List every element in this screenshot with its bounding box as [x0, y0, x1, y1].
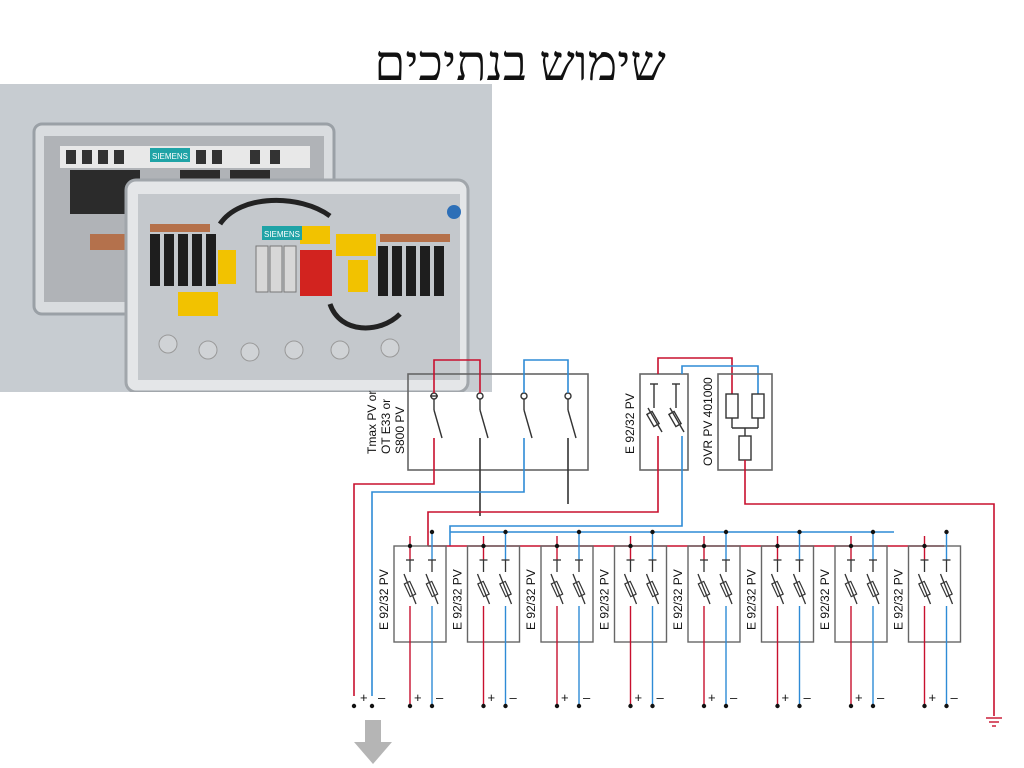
front-box-brand: SIEMENS [264, 230, 300, 239]
main-fuse-holder-label: E 92/32 PV [623, 393, 637, 454]
terminal-dot [870, 703, 876, 709]
minus-sign: – [657, 690, 665, 705]
terminal-dot [848, 703, 854, 709]
combiner-box-photo: SIEMENS SIEMENS [0, 84, 492, 392]
plus-sign: + [708, 690, 716, 705]
junction-dot [775, 543, 780, 549]
plus-sign: + [929, 690, 937, 705]
string-fuse-label: E 92/32 PV [818, 569, 832, 630]
terminal-dot [775, 703, 780, 709]
minus-sign: – [378, 690, 386, 705]
string-fuse-holder: +– E 92/32 PV [892, 529, 962, 709]
terminal-dot [407, 703, 413, 709]
string-fuse-holder: +– E 92/32 PV [524, 529, 594, 709]
plus-sign: + [488, 690, 496, 705]
string-fuse-box [687, 545, 741, 643]
string-fuse-label: E 92/32 PV [598, 569, 612, 630]
string-fuse-label: E 92/32 PV [745, 569, 759, 630]
string-fuse-box [907, 545, 962, 643]
terminal-dot [701, 703, 707, 709]
minus-sign: – [510, 690, 518, 705]
string-fuse-holder: +– E 92/32 PV [745, 529, 815, 709]
terminal-dot [628, 703, 633, 709]
terminal-dot [429, 703, 435, 709]
slide-title: שימוש בנתיכים [374, 35, 666, 91]
string-fuse-holder: +– E 92/32 PV [451, 529, 521, 709]
string-fuse-box [613, 545, 668, 643]
string-fuse-box [393, 545, 447, 643]
wiring-schematic: +–E 92/32 PV+–E 92/32 PV+–E 92/32 PV+–E … [351, 357, 1002, 727]
minus-sign: – [583, 690, 591, 705]
string-fuse-holder: +– E 92/32 PV [671, 529, 741, 709]
surge-protector-box [717, 373, 773, 471]
junction-dot [429, 529, 435, 535]
back-box-brand: SIEMENS [152, 152, 188, 161]
terminal-dot [503, 703, 508, 709]
terminal-dot [369, 703, 375, 709]
terminal-dot [650, 703, 655, 709]
string-fuse-label: E 92/32 PV [892, 569, 906, 630]
string-fuse-label: E 92/32 PV [377, 569, 391, 630]
terminal-dot [723, 703, 729, 709]
junction-dot [650, 529, 655, 535]
down-arrow-icon [354, 720, 392, 764]
minus-sign: – [436, 690, 444, 705]
string-fuse-label: E 92/32 PV [671, 569, 685, 630]
plus-sign: + [635, 690, 643, 705]
string-fuse-holder: +– E 92/32 PV [818, 529, 888, 709]
string-fuse-label: E 92/32 PV [524, 569, 538, 630]
junction-dot [701, 543, 707, 549]
terminal-dot [351, 703, 357, 709]
terminal-dot [576, 703, 582, 709]
junction-dot [848, 543, 854, 549]
terminal-dot [554, 703, 560, 709]
junction-dot [723, 529, 729, 535]
minus-sign: – [877, 690, 885, 705]
terminal-dot [481, 703, 486, 709]
plus-sign: + [414, 690, 422, 705]
plus-sign: + [360, 690, 368, 705]
minus-sign: – [804, 690, 812, 705]
terminal-dot [797, 703, 802, 709]
plus-sign: + [561, 690, 569, 705]
junction-dot [576, 529, 582, 535]
main-switch-label-1: Tmax PV or [365, 391, 379, 454]
main-switch-box [407, 373, 589, 471]
main-switch-label-2: OT E33 or [379, 399, 393, 454]
terminal-dot [944, 703, 949, 709]
junction-dot [944, 529, 949, 535]
string-fuse-label: E 92/32 PV [451, 569, 465, 630]
terminal-dot [922, 703, 927, 709]
plus-sign: + [855, 690, 863, 705]
ground-icon [986, 717, 1002, 727]
junction-dot [481, 543, 486, 549]
surge-protector-label: OVR PV 401000 [701, 377, 715, 466]
main-switch-label-3: S800 PV [393, 407, 407, 454]
minus-sign: – [730, 690, 738, 705]
junction-dot [503, 529, 508, 535]
junction-dot [628, 543, 633, 549]
junction-dot [922, 543, 927, 549]
main-fuse-holder-box [639, 373, 689, 471]
string-fuse-holder: +– E 92/32 PV [598, 529, 668, 709]
junction-dot [407, 543, 413, 549]
string-fuse-box [466, 545, 521, 643]
junction-dot [797, 529, 802, 535]
junction-dot [554, 543, 560, 549]
string-fuse-box [834, 545, 888, 643]
string-fuse-holder: +–E 92/32 PV [377, 529, 447, 709]
junction-dot [870, 529, 876, 535]
minus-sign: – [951, 690, 959, 705]
plus-sign: + [782, 690, 790, 705]
string-fuse-box [540, 545, 594, 643]
string-fuse-box [760, 545, 815, 643]
string-fuse-holders: +–E 92/32 PV+–E 92/32 PV+–E 92/32 PV+–E … [351, 529, 962, 709]
